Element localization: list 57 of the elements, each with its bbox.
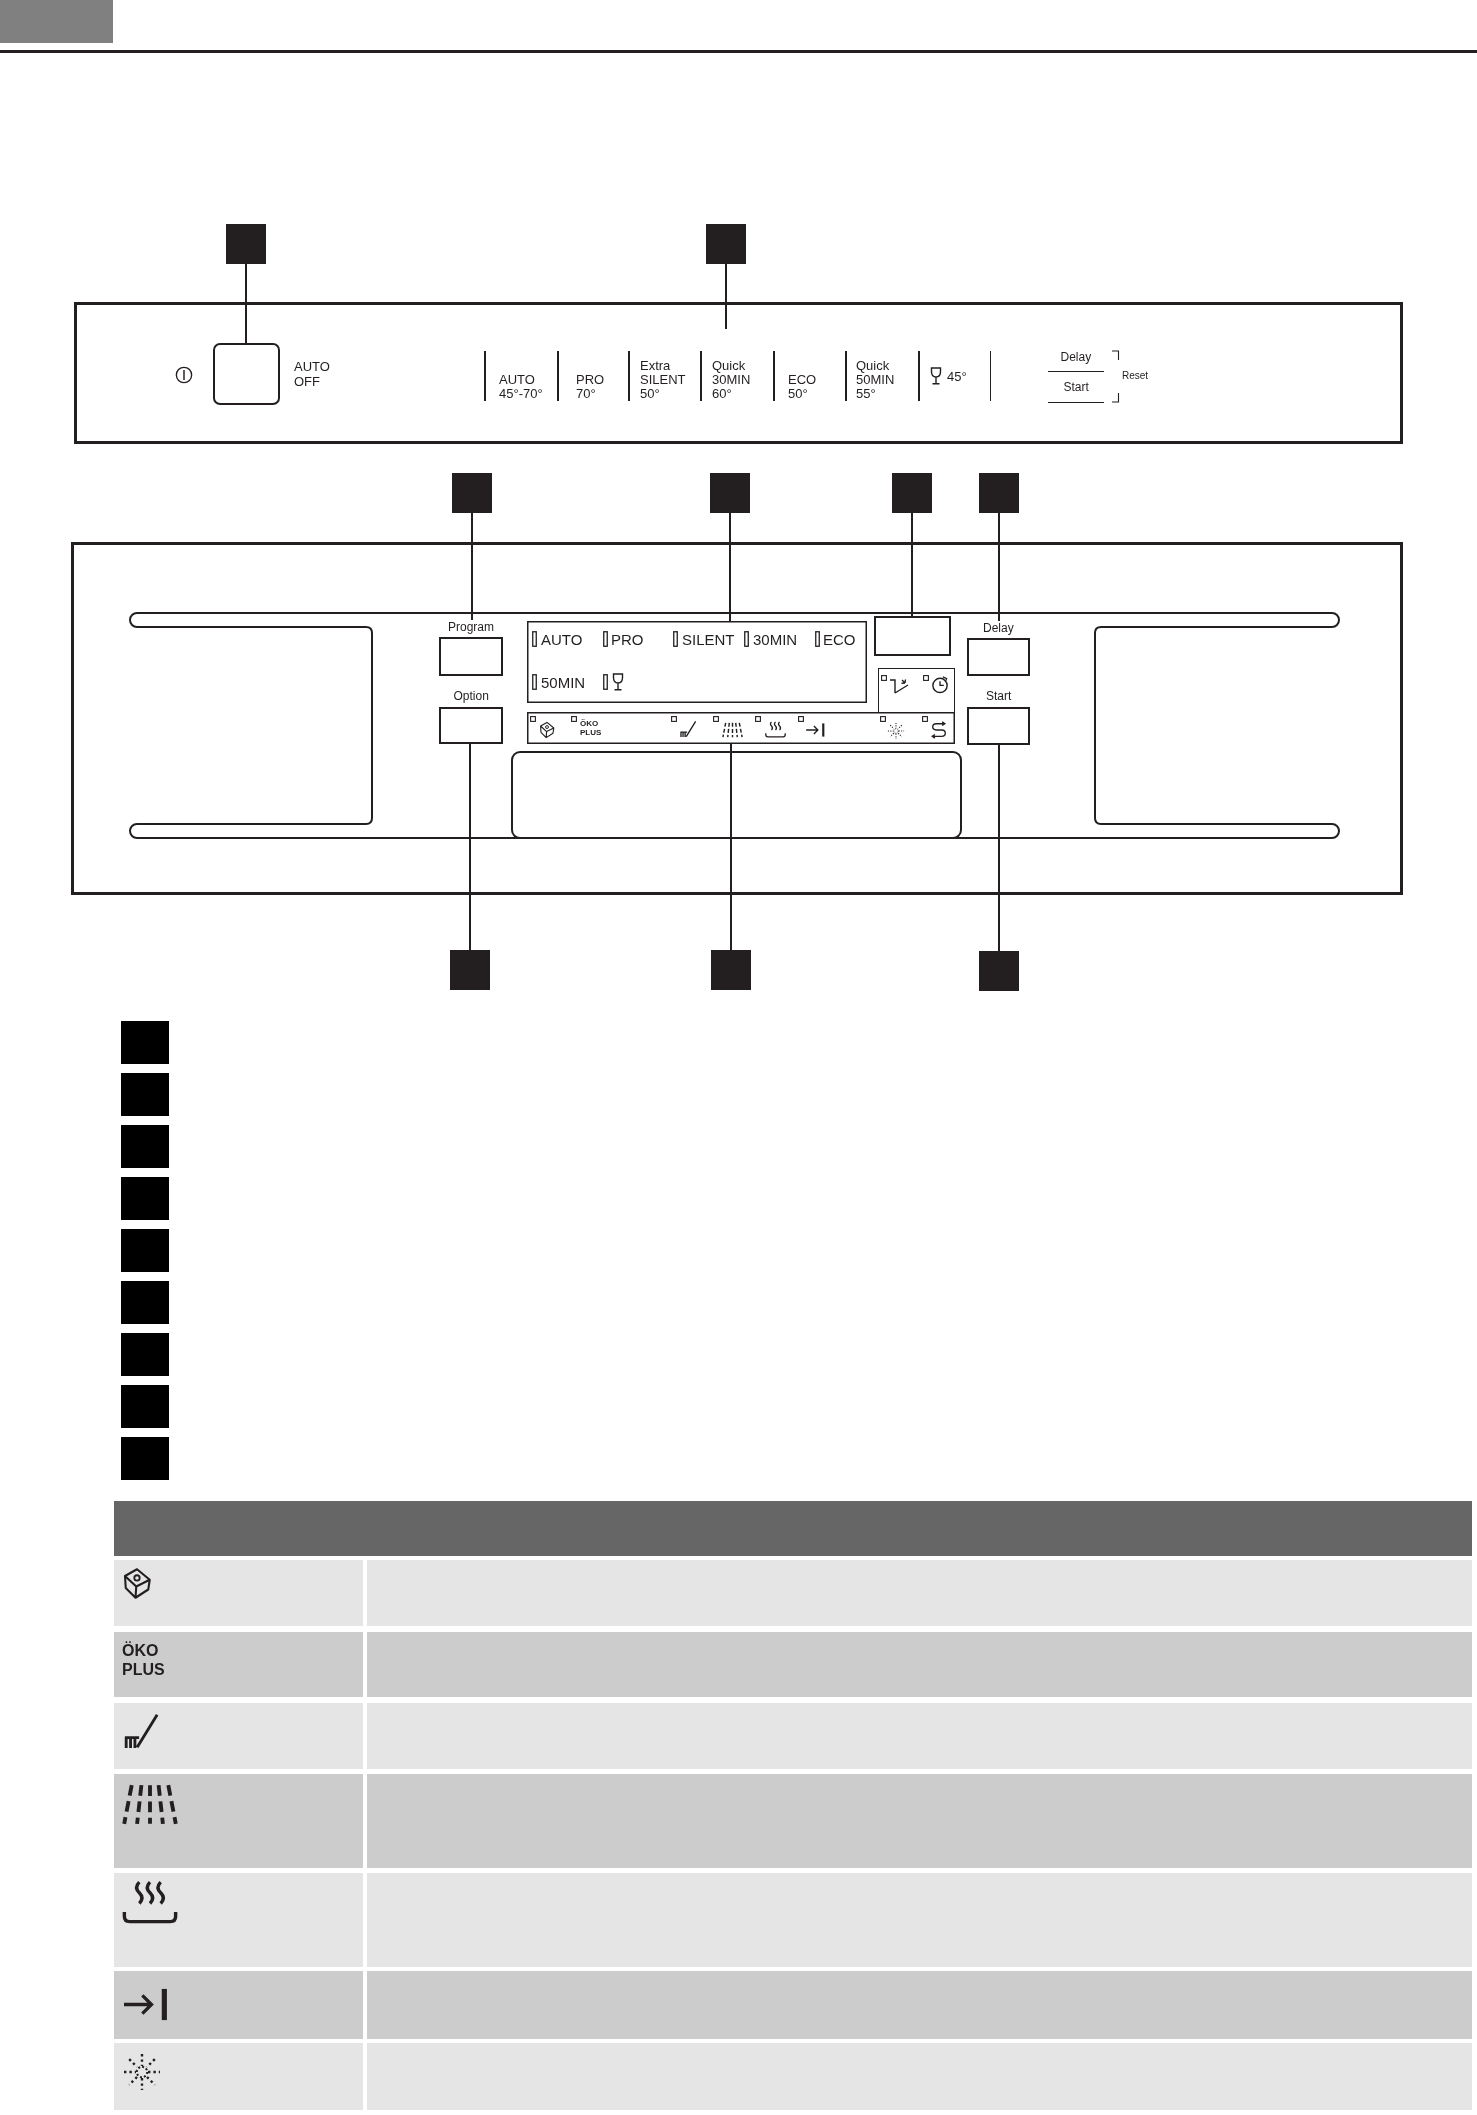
key-marker [121, 1385, 169, 1428]
button-caption: Start [1063, 380, 1089, 394]
leader-line [998, 512, 1000, 622]
program-label: 30MIN [753, 631, 798, 648]
key-marker [121, 1073, 169, 1116]
key-marker [121, 1177, 169, 1220]
callout-marker [226, 224, 266, 264]
program-label: PRO 70° [576, 373, 605, 401]
callout-marker [892, 473, 932, 513]
option-label: ÖKO PLUS [580, 719, 602, 737]
key-marker [121, 1125, 169, 1168]
program-label: Extra SILENT 50° [640, 359, 686, 401]
leader-line [998, 744, 1000, 952]
callout-marker [711, 950, 751, 990]
key-marker [121, 1021, 169, 1064]
button-caption: Start [986, 689, 1012, 703]
program-display [527, 621, 867, 703]
program-label: 45° [947, 370, 967, 384]
key-marker [121, 1437, 169, 1480]
control-panel [71, 542, 1403, 895]
program-label: ECO [823, 631, 856, 648]
button-caption: Option [453, 689, 489, 703]
leader-line [245, 263, 247, 344]
button-caption: AUTO OFF [294, 359, 330, 389]
button-caption: Delay [983, 621, 1014, 635]
control-panel [74, 302, 1403, 444]
callout-marker [706, 224, 746, 264]
window-recess [511, 751, 962, 839]
key-marker [121, 1281, 169, 1324]
callout-marker [450, 950, 490, 990]
leader-line [911, 512, 913, 617]
leader-line [729, 512, 731, 622]
program-label: SILENT [682, 631, 735, 648]
power-button [213, 343, 280, 405]
program-label: 50MIN [541, 674, 586, 691]
indicator-strip [527, 712, 955, 744]
program-label: AUTO 45°-70° [499, 373, 543, 401]
leader-line [730, 743, 732, 951]
time-display [874, 616, 951, 656]
option-label: ÖKO PLUS [122, 1641, 165, 1679]
program-label: Quick 50MIN 55° [856, 359, 895, 401]
button-caption: Program [448, 620, 494, 634]
callout-marker [979, 473, 1019, 513]
program-label: ECO 50° [788, 373, 817, 401]
leader-line [471, 512, 473, 621]
program-label: AUTO [541, 631, 583, 648]
reset-label: Reset [1122, 370, 1149, 382]
key-marker [121, 1229, 169, 1272]
key-marker [121, 1333, 169, 1376]
callout-marker [710, 473, 750, 513]
button-caption: Delay [1060, 350, 1092, 364]
callout-marker [452, 473, 492, 513]
callout-marker [979, 951, 1019, 991]
program-label: PRO [611, 631, 644, 648]
program-label: Quick 30MIN 60° [712, 359, 751, 401]
leader-line [725, 263, 727, 330]
leader-line [469, 743, 471, 951]
